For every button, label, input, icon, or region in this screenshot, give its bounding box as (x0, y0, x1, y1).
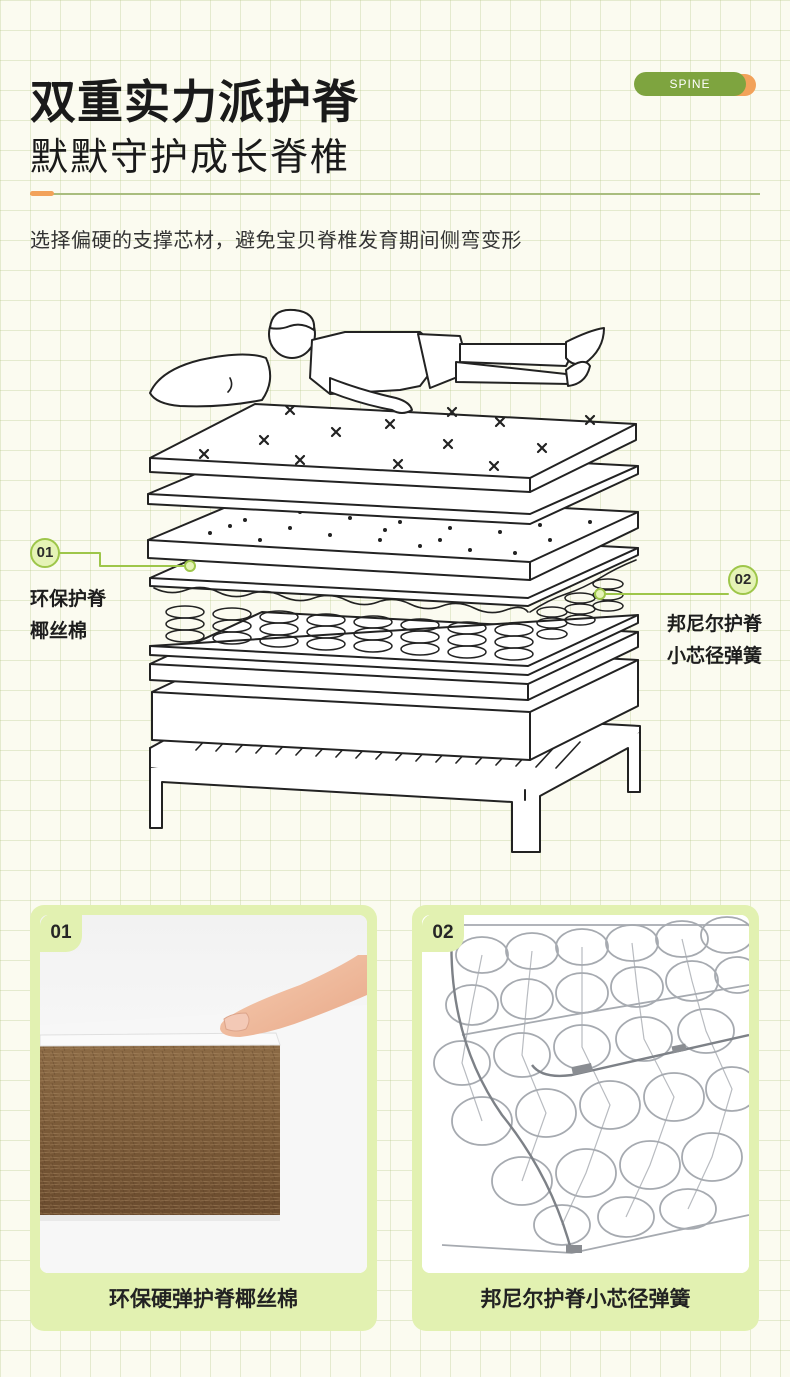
mattress-layer-diagram (59, 308, 729, 853)
callout-01-line2: 椰丝棉 (30, 620, 88, 642)
callout-01-line (60, 552, 100, 554)
spring-photo: 02 (422, 915, 749, 1273)
card-02-number: 02 (422, 915, 464, 952)
callout-02-line2: 小芯径弹簧 (666, 645, 762, 667)
callout-02-number: 02 (728, 565, 758, 595)
description-text: 选择偏硬的支撑芯材，避免宝贝脊椎发育期间侧弯变形 (30, 228, 522, 252)
callout-02-line1: 邦尼尔护脊 (666, 613, 762, 635)
spring-layer (149, 578, 639, 676)
card-bonnell-springs: 02 邦尼尔护脊小芯径弹簧 (412, 905, 759, 1331)
divider-accent (30, 191, 54, 196)
coconut-fiber-photo: 01 (40, 915, 367, 1273)
callout-02-label: 邦尼尔护脊 小芯径弹簧 (652, 608, 762, 672)
header-divider (30, 193, 760, 195)
page-title: 双重实力派护脊 (30, 75, 359, 129)
child-illustration (149, 308, 605, 414)
card-02-caption: 邦尼尔护脊小芯径弹簧 (480, 1287, 691, 1311)
page-subtitle: 默默守护成长脊椎 (30, 135, 351, 179)
callout-01-line1: 环保护脊 (30, 588, 107, 610)
card-coconut-fiber: 01 环保硬弹护脊椰丝棉 (30, 905, 377, 1331)
bonnell-spring-image (422, 915, 749, 1273)
callout-01-label: 环保护脊 椰丝棉 (30, 583, 106, 647)
tag-label: SPINE (634, 72, 746, 96)
card-01-caption: 环保硬弹护脊椰丝棉 (109, 1287, 298, 1311)
coconut-fiber-image (40, 915, 367, 1273)
card-01-number: 01 (40, 915, 82, 952)
callout-01-number: 01 (30, 538, 60, 568)
top-quilt-layer (149, 403, 637, 493)
spine-tag: SPINE (634, 72, 756, 98)
